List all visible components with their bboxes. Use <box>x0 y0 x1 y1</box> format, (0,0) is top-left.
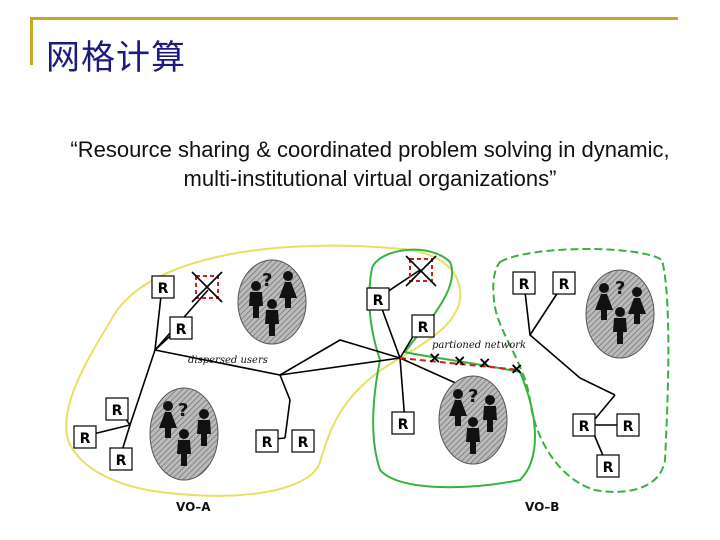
svg-text:R: R <box>559 277 570 293</box>
failed-resource-b <box>405 255 437 287</box>
dispersed-users-label: dispersed users <box>188 355 268 366</box>
question-mark: ? <box>262 270 272 291</box>
vo-b-middle-boundary <box>368 248 536 489</box>
resource-node: R <box>572 413 596 437</box>
resource-node: R <box>73 425 97 449</box>
svg-text:R: R <box>603 460 614 476</box>
svg-text:R: R <box>262 435 273 451</box>
resource-node: R <box>109 447 133 471</box>
resource-node: R <box>411 314 435 338</box>
svg-text:R: R <box>298 435 309 451</box>
resource-node: R <box>616 413 640 437</box>
resource-node: R <box>512 271 536 295</box>
resource-node: R <box>391 411 415 435</box>
vo-a-boundary <box>65 244 462 497</box>
user-group-b2: ? <box>585 269 655 359</box>
slide-quote: “Resource sharing & coordinated problem … <box>70 137 670 191</box>
svg-text:R: R <box>158 281 169 297</box>
svg-text:R: R <box>116 453 127 469</box>
svg-text:R: R <box>579 419 590 435</box>
svg-text:R: R <box>418 320 429 336</box>
svg-text:R: R <box>80 431 91 447</box>
resource-node: R <box>151 275 175 299</box>
failed-resource-a <box>191 271 223 303</box>
resource-node: R <box>291 429 315 453</box>
svg-text:R: R <box>398 417 409 433</box>
vo-b-right-boundary <box>492 248 670 493</box>
slide-title: 网格计算 <box>46 38 186 78</box>
partitioned-network-label: partioned network <box>432 340 526 351</box>
question-mark: ? <box>615 278 625 299</box>
vo-a-label: VO–A <box>176 500 211 514</box>
resource-node: R <box>105 397 129 421</box>
question-mark: ? <box>178 400 188 421</box>
svg-text:R: R <box>373 293 384 309</box>
cut-mark: × <box>453 351 466 370</box>
user-group-a1: ? <box>237 259 307 345</box>
partitioned-link: × × × × <box>399 348 523 378</box>
user-group-a2: ? <box>149 387 219 481</box>
resource-node: R <box>255 429 279 453</box>
resource-node: R <box>366 287 390 311</box>
cut-mark: × <box>428 348 441 367</box>
user-group-b1: ? <box>438 375 508 465</box>
vo-b-label: VO–B <box>525 500 559 514</box>
resource-node: R <box>596 454 620 478</box>
title-frame-left <box>30 17 33 65</box>
svg-text:R: R <box>623 419 634 435</box>
svg-text:R: R <box>112 403 123 419</box>
svg-text:R: R <box>176 322 187 338</box>
svg-text:R: R <box>519 277 530 293</box>
resource-node: R <box>552 271 576 295</box>
question-mark: ? <box>468 386 478 407</box>
cut-mark: × <box>510 359 523 378</box>
cut-mark: × <box>478 353 491 372</box>
resource-node: R <box>169 316 193 340</box>
title-frame-top <box>30 17 678 20</box>
